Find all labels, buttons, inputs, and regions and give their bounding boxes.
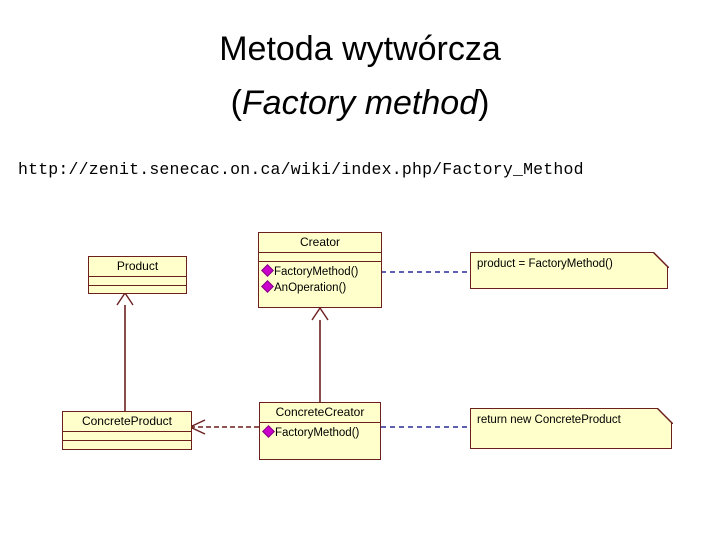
uml-class-concrete-creator-name: ConcreteCreator	[260, 403, 380, 423]
operation-row: FactoryMethod()	[262, 264, 378, 280]
uml-note-product-assign[interactable]: product = FactoryMethod()	[470, 251, 669, 289]
dependency-concrete-creator-to-concrete-product	[188, 419, 259, 435]
operation-row: FactoryMethod()	[263, 425, 377, 441]
operation-row: AnOperation()	[262, 280, 378, 296]
uml-class-concrete-product-operations	[63, 441, 191, 450]
uml-note-product-assign-text: product = FactoryMethod()	[477, 258, 613, 270]
uml-class-creator-name: Creator	[259, 233, 381, 253]
generalization-concrete-product-to-product	[116, 291, 134, 411]
note-fold-corner-icon	[656, 407, 673, 424]
operation-label: AnOperation()	[274, 282, 347, 294]
subtitle-close-paren: )	[478, 84, 490, 122]
uml-class-creator-attributes	[259, 253, 381, 262]
page-subtitle: (Factory method)	[0, 82, 720, 124]
subtitle-italic-text: Factory method	[241, 84, 479, 122]
operation-diamond-icon	[263, 427, 274, 438]
operation-label: FactoryMethod()	[275, 427, 360, 439]
uml-class-product[interactable]: Product	[88, 256, 187, 294]
uml-class-concrete-creator-operations: FactoryMethod()	[260, 423, 380, 444]
uml-class-concrete-product-attributes	[63, 432, 191, 441]
operation-label: FactoryMethod()	[274, 266, 359, 278]
uml-class-concrete-creator[interactable]: ConcreteCreator FactoryMethod()	[259, 402, 381, 460]
uml-class-product-operations	[89, 286, 186, 295]
uml-class-creator[interactable]: Creator FactoryMethod() AnOperation()	[258, 232, 382, 308]
operation-diamond-icon	[262, 282, 273, 293]
note-fold-corner-icon	[652, 251, 669, 268]
uml-note-return-new[interactable]: return new ConcreteProduct	[470, 407, 673, 449]
uml-class-product-attributes	[89, 277, 186, 286]
generalization-concrete-creator-to-creator	[311, 306, 329, 402]
source-url-text: http://zenit.senecac.on.ca/wiki/index.ph…	[18, 160, 584, 179]
uml-note-return-new-text: return new ConcreteProduct	[477, 414, 621, 426]
subtitle-open-paren: (	[230, 84, 242, 122]
uml-class-concrete-product-name: ConcreteProduct	[63, 412, 191, 432]
uml-class-creator-operations: FactoryMethod() AnOperation()	[259, 262, 381, 299]
uml-class-concrete-product[interactable]: ConcreteProduct	[62, 411, 192, 450]
operation-diamond-icon	[262, 266, 273, 277]
page-title: Metoda wytwórcza	[219, 30, 501, 68]
uml-class-product-name: Product	[89, 257, 186, 277]
